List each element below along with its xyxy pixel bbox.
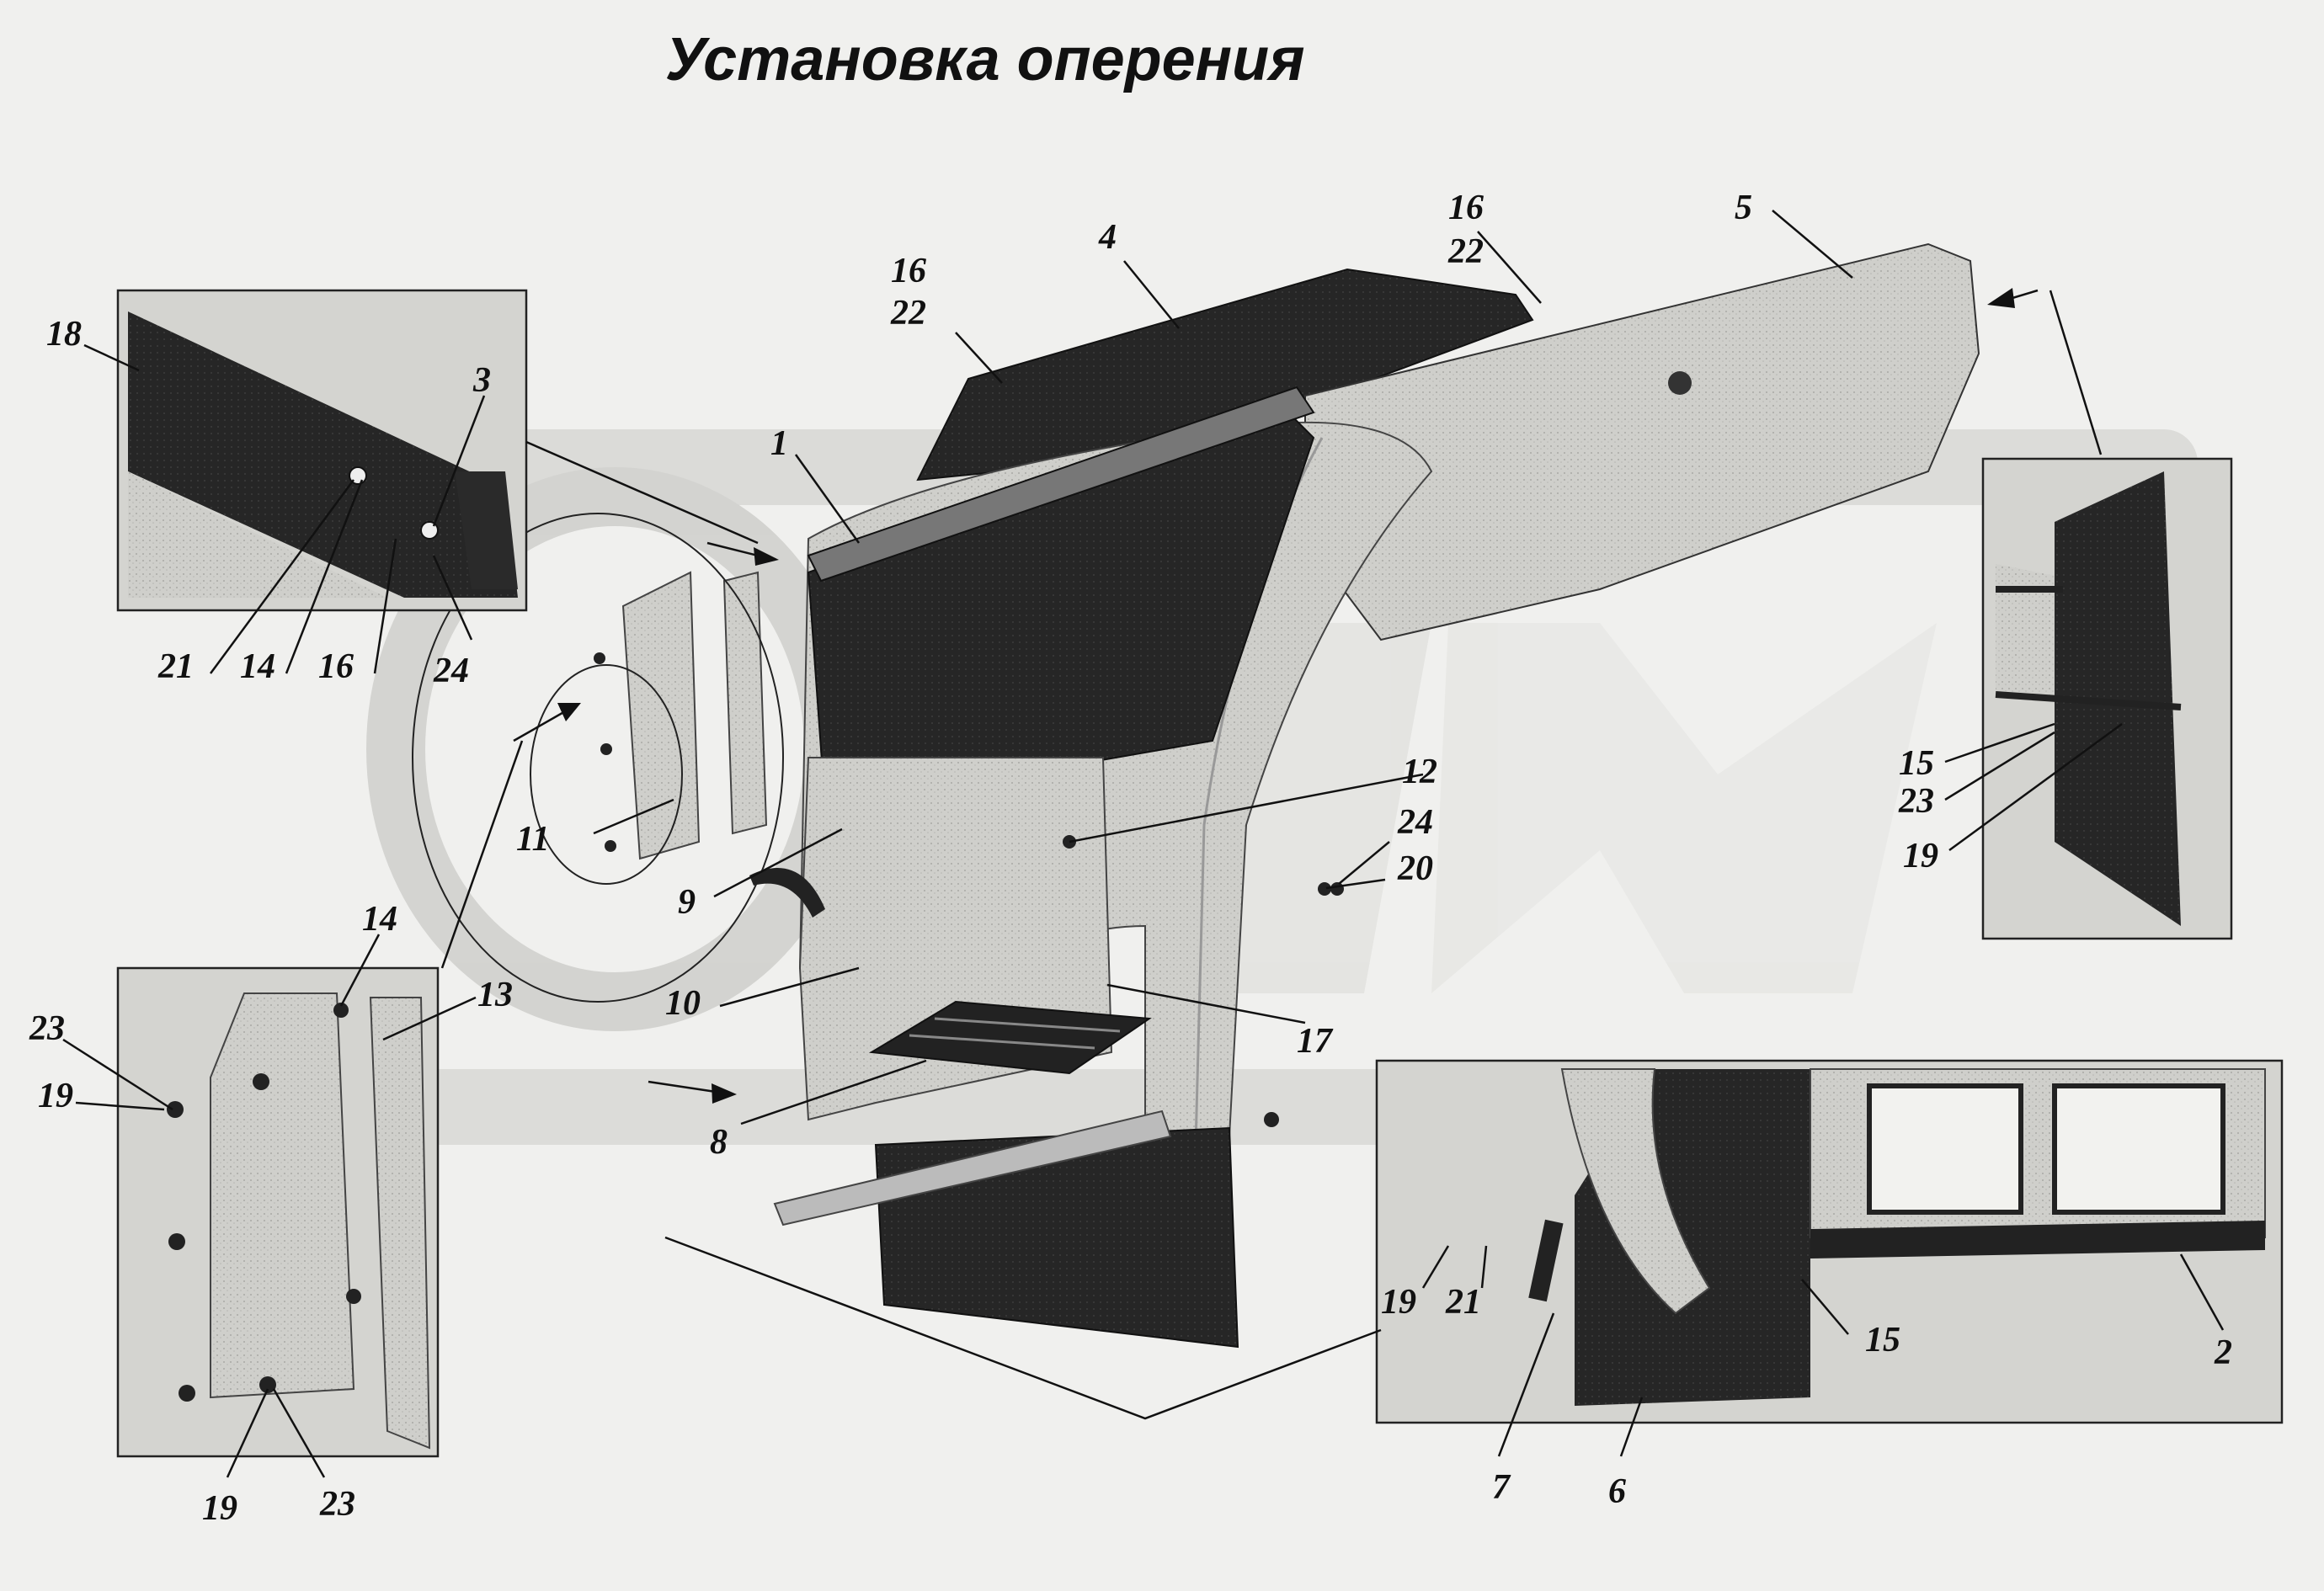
label-21-inset: 21 [157, 647, 194, 686]
label-16-top-right: 16 [1448, 189, 1484, 227]
label-16-inset: 16 [318, 647, 354, 686]
label-19-right: 19 [1903, 837, 1938, 875]
label-19-lower-top: 19 [38, 1077, 73, 1115]
label-20: 20 [1397, 849, 1433, 888]
label-5: 5 [1735, 189, 1752, 227]
label-21-bottom: 21 [1445, 1283, 1481, 1322]
label-23-lower-bottom: 23 [319, 1485, 355, 1524]
side-bracket-left [621, 571, 701, 860]
label-23-right: 23 [1898, 782, 1934, 821]
label-6: 6 [1608, 1472, 1626, 1511]
label-1: 1 [770, 424, 788, 463]
label-24-center: 24 [1397, 803, 1433, 842]
label-23-lower-top: 23 [29, 1009, 65, 1048]
label-3: 3 [472, 361, 491, 400]
label-19-lower-bottom: 19 [202, 1489, 237, 1528]
label-16-top-left: 16 [891, 252, 926, 290]
label-24-inset: 24 [433, 652, 469, 690]
label-12: 12 [1402, 753, 1437, 791]
detail-ellipse-outer [412, 513, 784, 1003]
leader-lines [62, 210, 2225, 1478]
label-15-bottom: 15 [1865, 1321, 1900, 1360]
label-22-top-left: 22 [890, 294, 926, 333]
label-13: 13 [477, 976, 513, 1014]
label-18: 18 [46, 315, 82, 354]
detail-ellipse-inner [530, 664, 683, 885]
label-11: 11 [516, 820, 550, 859]
label-9: 9 [678, 883, 696, 922]
label-7: 7 [1492, 1468, 1511, 1507]
inset-bottom-right [1375, 1059, 2284, 1424]
label-4: 4 [1098, 218, 1117, 257]
label-10: 10 [665, 984, 701, 1023]
inset-top-left [116, 289, 528, 612]
label-15-right: 15 [1899, 744, 1934, 783]
part-labels: 1 4 16 22 16 22 5 11 9 10 12 24 20 17 8 … [29, 189, 2232, 1528]
side-bracket-right [722, 571, 768, 835]
label-14-inset: 14 [240, 647, 275, 686]
label-2: 2 [2214, 1333, 2232, 1372]
label-22-top-right: 22 [1447, 232, 1484, 271]
watermark-letter-x [1431, 623, 1937, 993]
label-8: 8 [710, 1123, 728, 1162]
curved-bracket [749, 868, 825, 918]
main-fender-assembly [412, 242, 1980, 1349]
label-14-lower: 14 [362, 900, 397, 939]
page-title: Установка оперения [665, 26, 1305, 93]
inset-bottom-left [116, 966, 440, 1458]
label-17: 17 [1297, 1022, 1334, 1061]
inset-right [1981, 457, 2233, 940]
label-19-bottom: 19 [1381, 1283, 1416, 1322]
